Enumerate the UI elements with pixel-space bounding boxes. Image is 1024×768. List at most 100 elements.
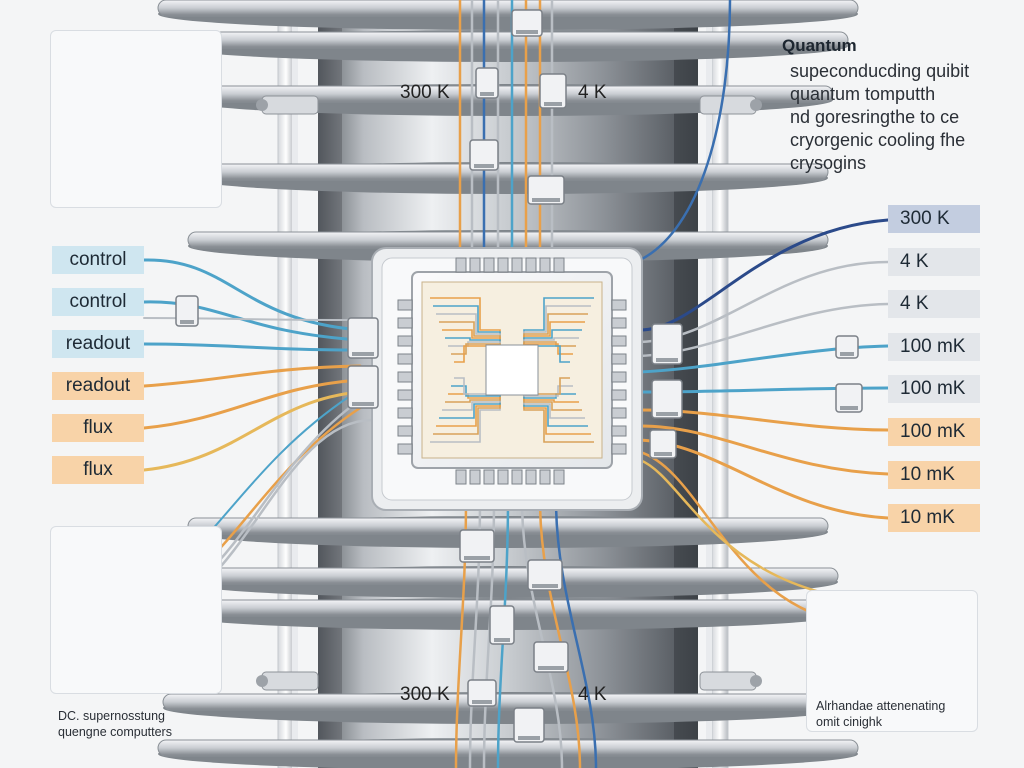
right-label: 100 mK <box>888 333 980 361</box>
wire <box>143 317 361 321</box>
attenuator-block <box>835 383 863 413</box>
plate <box>187 231 829 249</box>
caption-line: DC. supernosstung <box>58 709 166 723</box>
chip-connector <box>539 469 551 485</box>
plate <box>187 163 829 181</box>
chip-connector <box>525 257 537 273</box>
chip-connector <box>455 469 467 485</box>
wire <box>638 0 732 262</box>
plate <box>157 739 859 757</box>
chip-connector <box>483 257 495 273</box>
attenuator-block <box>513 707 545 743</box>
stage-label-bottom-left: 300 K <box>400 684 450 705</box>
wire <box>638 424 890 476</box>
wire <box>520 498 564 768</box>
chip-trace <box>523 341 576 347</box>
attenuator-block <box>527 175 565 205</box>
left-label: control <box>52 246 144 274</box>
chip-trace <box>523 343 573 355</box>
plate <box>167 31 849 49</box>
chip-connector <box>397 407 413 419</box>
chip-connector <box>397 353 413 365</box>
wire <box>554 498 598 768</box>
caption-bottom-left: DC. supernosstung quengne computters <box>58 708 172 740</box>
attenuator-flange <box>538 666 564 670</box>
chip-connector <box>539 257 551 273</box>
left-label: control <box>52 288 144 316</box>
chip-connector <box>397 425 413 437</box>
attenuator-block <box>469 139 499 171</box>
chip-connector <box>611 353 627 365</box>
attenuator-flange <box>352 352 374 356</box>
chip-trace <box>451 343 501 355</box>
left-label: flux <box>52 456 144 484</box>
wire <box>142 258 362 332</box>
chip-connector <box>397 371 413 383</box>
attenuator-block <box>459 529 495 563</box>
chip-connector <box>611 407 627 419</box>
inset-bottom-left <box>50 526 222 694</box>
chip-connector <box>511 257 523 273</box>
chip-connector <box>497 469 509 485</box>
attenuator-flange <box>472 700 492 704</box>
description-line: crysogins <box>790 153 867 173</box>
caption-line: Alrhandae attenenating <box>816 699 946 713</box>
chip-connector <box>525 469 537 485</box>
attenuator-flange <box>656 412 678 416</box>
left-label: flux <box>52 414 144 442</box>
attenuator-block <box>539 73 567 109</box>
attenuator-flange <box>840 352 854 356</box>
right-label: 100 mK <box>888 375 980 403</box>
plate <box>177 567 839 585</box>
wire <box>638 450 844 624</box>
chip-connector <box>611 371 627 383</box>
chip-connector <box>483 469 495 485</box>
diagram-title: Quantum <box>782 36 857 55</box>
attenuator-flange <box>544 102 562 106</box>
chip-connector <box>611 317 627 329</box>
right-label: 100 mK <box>888 418 980 446</box>
attenuator-block <box>533 641 569 673</box>
attenuator-block <box>527 559 563 591</box>
attenuator-flange <box>518 736 540 740</box>
attenuator-block <box>651 379 683 419</box>
chip-connector <box>611 299 627 311</box>
attenuator-flange <box>464 556 490 560</box>
attenuator-block <box>489 605 515 645</box>
attenuator-components <box>175 9 863 743</box>
right-label: 10 mK <box>888 461 980 489</box>
attenuator-flange <box>494 638 510 642</box>
stage-label-top-left: 300 K <box>400 82 450 103</box>
chip-connector <box>397 335 413 347</box>
wire <box>142 300 362 342</box>
description-line: quantum tomputth <box>790 84 936 104</box>
chip-connector <box>553 257 565 273</box>
wire <box>142 390 362 472</box>
caption-bottom-right: Alrhandae attenenating omit cinighk <box>816 698 945 730</box>
right-label: 4 K <box>888 248 980 276</box>
wire <box>142 364 362 388</box>
chip-trace <box>523 393 576 399</box>
chip-connectors <box>397 257 627 485</box>
attenuator-block <box>175 295 199 327</box>
description-line: supeconducding quibit <box>790 61 970 81</box>
diagram-description: supeconducding quibit quantum tomputth n… <box>790 60 1016 175</box>
description-line: nd goresringthe to ce <box>790 107 960 127</box>
attenuator-block <box>651 323 683 365</box>
chip-trace <box>448 341 501 347</box>
left-label: readout <box>52 330 144 358</box>
chip-connector <box>397 389 413 401</box>
chip-connector <box>611 389 627 401</box>
attenuator-flange <box>474 164 494 168</box>
attenuator-block <box>649 429 677 459</box>
right-label: 300 K <box>888 205 980 233</box>
attenuator-flange <box>840 406 858 410</box>
attenuator-flange <box>532 584 558 588</box>
inset-top-left <box>50 30 222 208</box>
chip-connector <box>397 317 413 329</box>
chip-connector <box>553 469 565 485</box>
chip-connector <box>611 443 627 455</box>
attenuator-block <box>347 317 379 359</box>
attenuator-flange <box>656 358 678 362</box>
